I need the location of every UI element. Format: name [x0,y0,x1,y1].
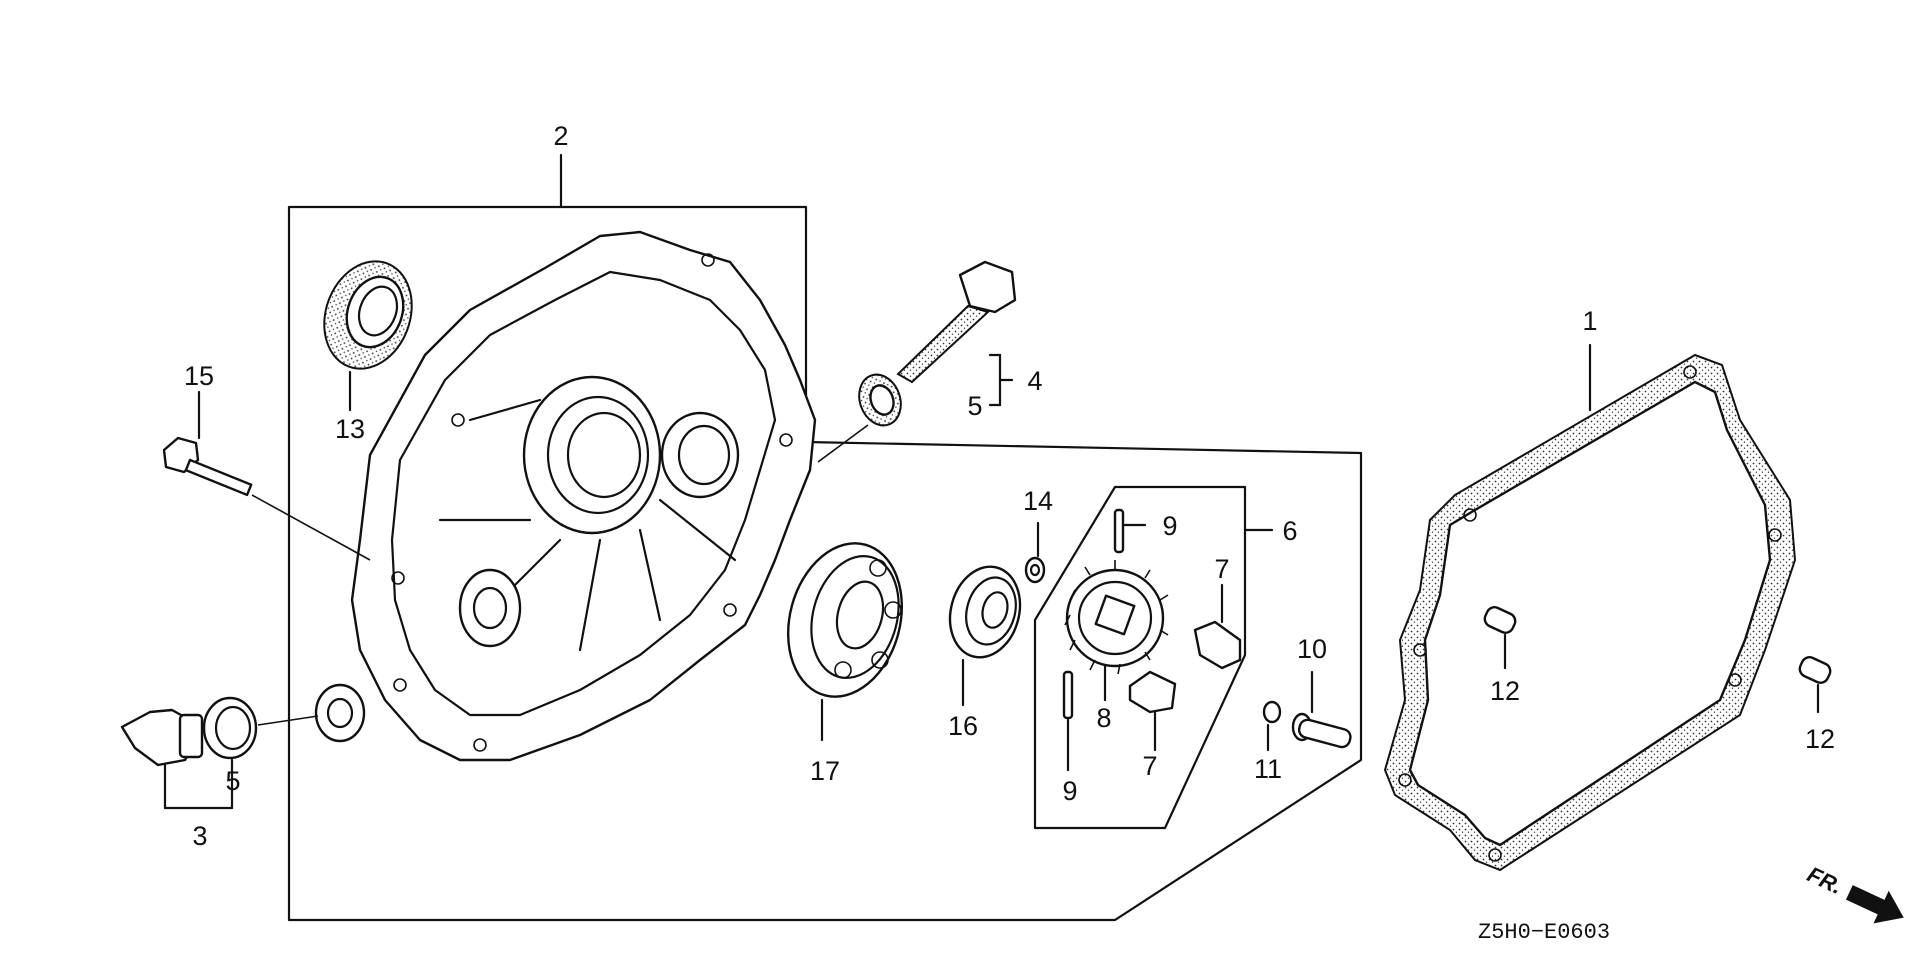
oil-seal-13 [323,260,413,412]
callout-4: 4 [1027,366,1042,396]
oil-dipstick-4 [896,260,1017,407]
washer-5-drain [202,696,319,760]
pin-9-lower [1062,670,1074,772]
callout-1: 1 [1582,306,1597,336]
callout-7-lower: 7 [1142,751,1157,781]
pin-9-upper [1113,508,1147,554]
callout-3: 3 [192,821,207,851]
callout-9-upper: 9 [1162,511,1177,541]
callout-13: 13 [335,414,365,444]
callout-5-drain: 5 [225,766,240,796]
governor-assembly-frame-6 [1033,485,1274,830]
flange-bolt-15 [162,390,371,561]
callout-7-upper: 7 [1214,554,1229,584]
callout-2: 2 [553,121,568,151]
callout-8: 8 [1096,703,1111,733]
callout-6: 6 [1282,516,1297,546]
washer-14 [1024,521,1046,584]
dowel-pin-12-left [1483,606,1517,670]
ball-bearing-17 [786,542,904,742]
drain-plug-3 [120,708,234,810]
callout-16: 16 [948,711,978,741]
callout-10: 10 [1297,634,1327,664]
callout-17: 17 [810,756,840,786]
front-arrow-icon [1845,885,1904,924]
callout-14: 14 [1023,486,1053,516]
callout-5-dipstick: 5 [967,391,982,421]
gasket-1 [1383,343,1797,872]
crankcase-cover [314,230,817,762]
governor-weight-7-lower [1128,670,1177,752]
front-direction-label: FR. [1804,862,1847,900]
clip-11 [1262,700,1282,752]
dowel-pin-12-right [1798,656,1832,714]
governor-weight-7-upper [1193,583,1242,670]
callout-12-right: 12 [1805,724,1835,754]
governor-shaft-10 [1291,670,1352,749]
callout-12-left: 12 [1490,676,1520,706]
diagram-code: Z5H0−E0603 [1478,920,1610,945]
governor-gear-8 [1064,560,1169,702]
callout-11: 11 [1254,754,1282,784]
front-direction-marker: FR. [1804,862,1904,924]
callout-9-lower: 9 [1062,776,1077,806]
callout-15: 15 [184,361,214,391]
assembly-frame-2 [287,153,1363,922]
washer-5-dipstick [817,373,902,463]
ball-bearing-16 [948,565,1022,707]
